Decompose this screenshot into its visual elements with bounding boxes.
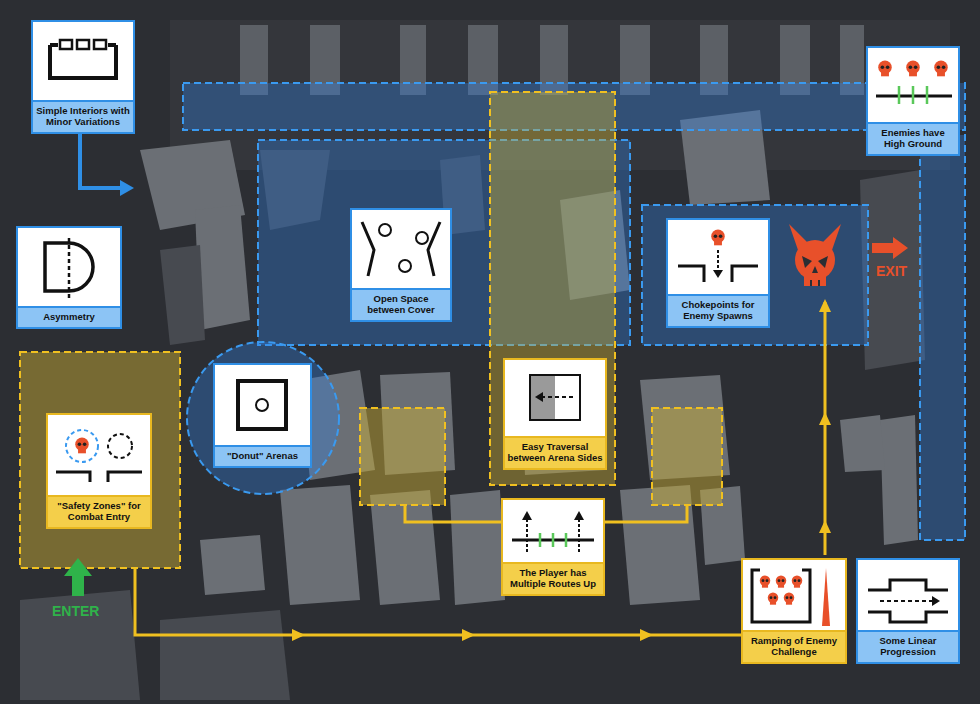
card-label: Enemies have High Ground	[868, 122, 958, 154]
card-label: "Safety Zones" for Combat Entry	[48, 495, 150, 527]
icon-area	[858, 560, 958, 630]
callout-card: Chokepoints for Enemy Spawns	[666, 218, 770, 328]
card-label: Simple Interiors with Minor Variations	[33, 100, 133, 132]
card-label: Easy Traversal between Arena Sides	[505, 436, 605, 468]
icon-area	[352, 210, 450, 288]
callout-card: Enemies have High Ground	[866, 46, 960, 156]
enter-label: ENTER	[52, 603, 99, 619]
icon-area	[33, 22, 133, 100]
icon-area	[215, 365, 310, 445]
card-label: Some Linear Progression	[858, 630, 958, 662]
icon-area	[48, 415, 150, 495]
icon-area	[505, 360, 605, 436]
callout-card: Asymmetry	[16, 226, 122, 329]
exit-label: EXIT	[876, 263, 907, 279]
card-label: The Player has Multiple Routes Up	[503, 562, 603, 594]
card-label: Chokepoints for Enemy Spawns	[668, 294, 768, 326]
callout-card: "Donut" Arenas	[213, 363, 312, 468]
icon-area	[868, 48, 958, 122]
callout-card: Simple Interiors with Minor Variations	[31, 20, 135, 134]
icon-area	[668, 220, 768, 294]
icon-area	[743, 560, 845, 630]
callout-card: Open Space between Cover	[350, 208, 452, 322]
callout-card: "Safety Zones" for Combat Entry	[46, 413, 152, 529]
callout-card: Some Linear Progression	[856, 558, 960, 664]
icon-area	[18, 228, 120, 306]
callout-card: The Player has Multiple Routes Up	[501, 498, 605, 596]
icon-area	[503, 500, 603, 562]
card-label: Open Space between Cover	[352, 288, 450, 320]
callout-card: Ramping of Enemy Challenge	[741, 558, 847, 664]
card-label: Asymmetry	[18, 306, 120, 327]
card-label: Ramping of Enemy Challenge	[743, 630, 845, 662]
card-label: "Donut" Arenas	[215, 445, 310, 466]
callout-card: Easy Traversal between Arena Sides	[503, 358, 607, 470]
